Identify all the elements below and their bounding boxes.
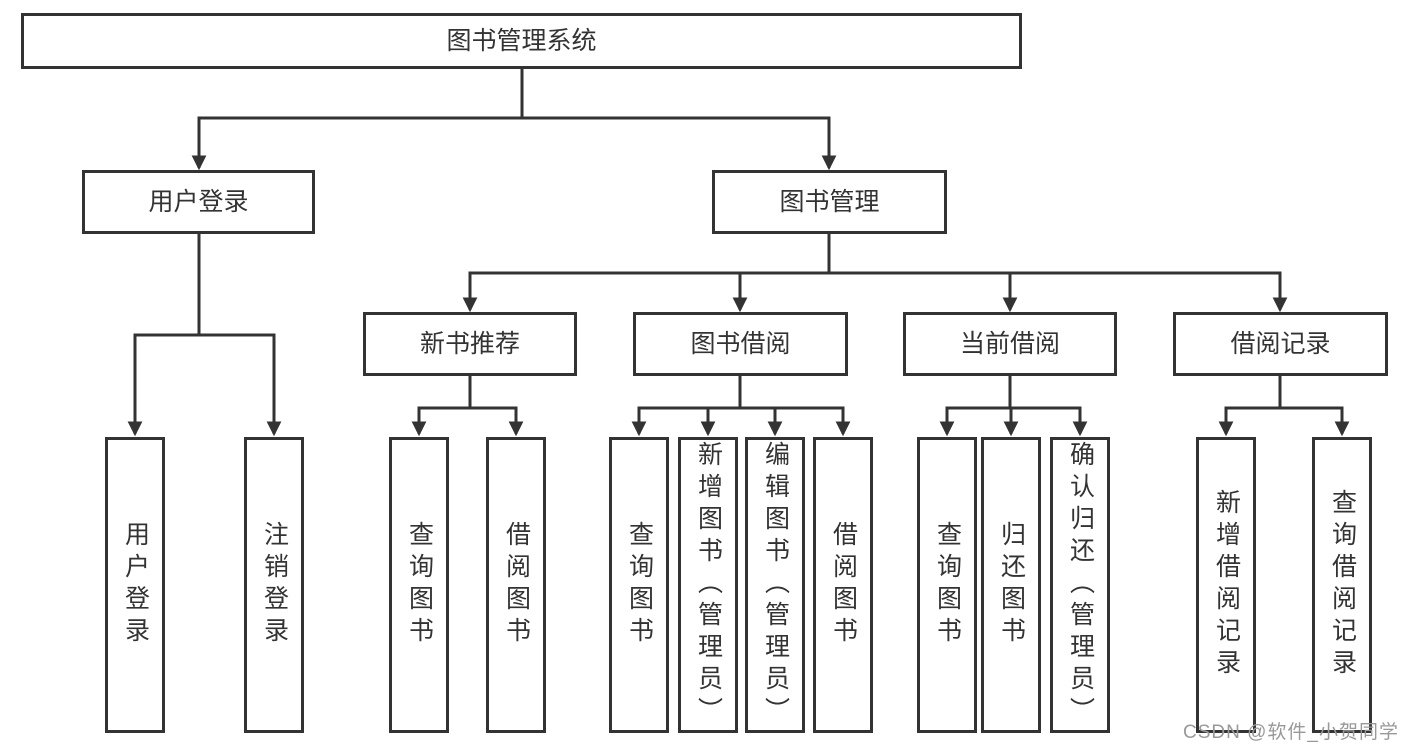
node-user-login: 用户登录 bbox=[82, 170, 315, 234]
node-label: 新书推荐 bbox=[419, 329, 520, 358]
node-book-management: 图书管理 bbox=[712, 170, 947, 234]
leaf-borrow-books: 借阅图书 bbox=[813, 437, 873, 733]
node-label: 新增借阅记录 bbox=[1212, 489, 1241, 681]
leaf-query-borrow-record: 查询借阅记录 bbox=[1312, 437, 1372, 733]
leaf-query-books-borrow: 查询图书 bbox=[609, 437, 669, 733]
leaf-user-login: 用户登录 bbox=[105, 437, 165, 733]
leaf-edit-book-admin: 编辑图书（管理员） bbox=[745, 437, 805, 733]
node-label: 用户登录 bbox=[121, 521, 150, 649]
node-label: 借阅图书 bbox=[502, 521, 531, 649]
csdn-watermark: CSDN @软件_小贺同学 bbox=[1183, 722, 1399, 743]
node-label: 查询图书 bbox=[405, 521, 434, 649]
node-library-management-system: 图书管理系统 bbox=[21, 13, 1022, 69]
leaf-return-book: 归还图书 bbox=[981, 437, 1041, 733]
node-label: 图书管理系统 bbox=[446, 26, 597, 55]
node-label: 编辑图书（管理员） bbox=[761, 441, 790, 729]
leaf-logout: 注销登录 bbox=[244, 437, 304, 733]
node-label: 图书借阅 bbox=[690, 329, 791, 358]
node-label: 用户登录 bbox=[148, 187, 249, 216]
node-label: 查询借阅记录 bbox=[1328, 489, 1357, 681]
leaf-confirm-return-admin: 确认归还（管理员） bbox=[1050, 437, 1110, 733]
node-label: 图书管理 bbox=[779, 187, 880, 216]
node-label: 注销登录 bbox=[260, 521, 289, 649]
node-label: 归还图书 bbox=[997, 521, 1026, 649]
leaf-query-books-current: 查询图书 bbox=[917, 437, 977, 733]
node-label: 查询图书 bbox=[933, 521, 962, 649]
node-label: 确认归还（管理员） bbox=[1066, 441, 1095, 729]
node-label: 当前借阅 bbox=[959, 329, 1060, 358]
leaf-add-book-admin: 新增图书（管理员） bbox=[678, 437, 738, 733]
node-current-borrowing: 当前借阅 bbox=[903, 312, 1117, 376]
node-label: 借阅图书 bbox=[829, 521, 858, 649]
leaf-query-books-recommend: 查询图书 bbox=[389, 437, 449, 733]
node-label: 借阅记录 bbox=[1230, 329, 1331, 358]
leaf-borrow-books-recommend: 借阅图书 bbox=[486, 437, 546, 733]
node-borrowing-records: 借阅记录 bbox=[1173, 312, 1388, 376]
leaf-add-borrow-record: 新增借阅记录 bbox=[1196, 437, 1256, 733]
node-book-borrowing: 图书借阅 bbox=[633, 312, 848, 376]
node-label: 新增图书（管理员） bbox=[694, 441, 723, 729]
node-new-book-recommendation: 新书推荐 bbox=[363, 312, 577, 376]
node-label: 查询图书 bbox=[625, 521, 654, 649]
